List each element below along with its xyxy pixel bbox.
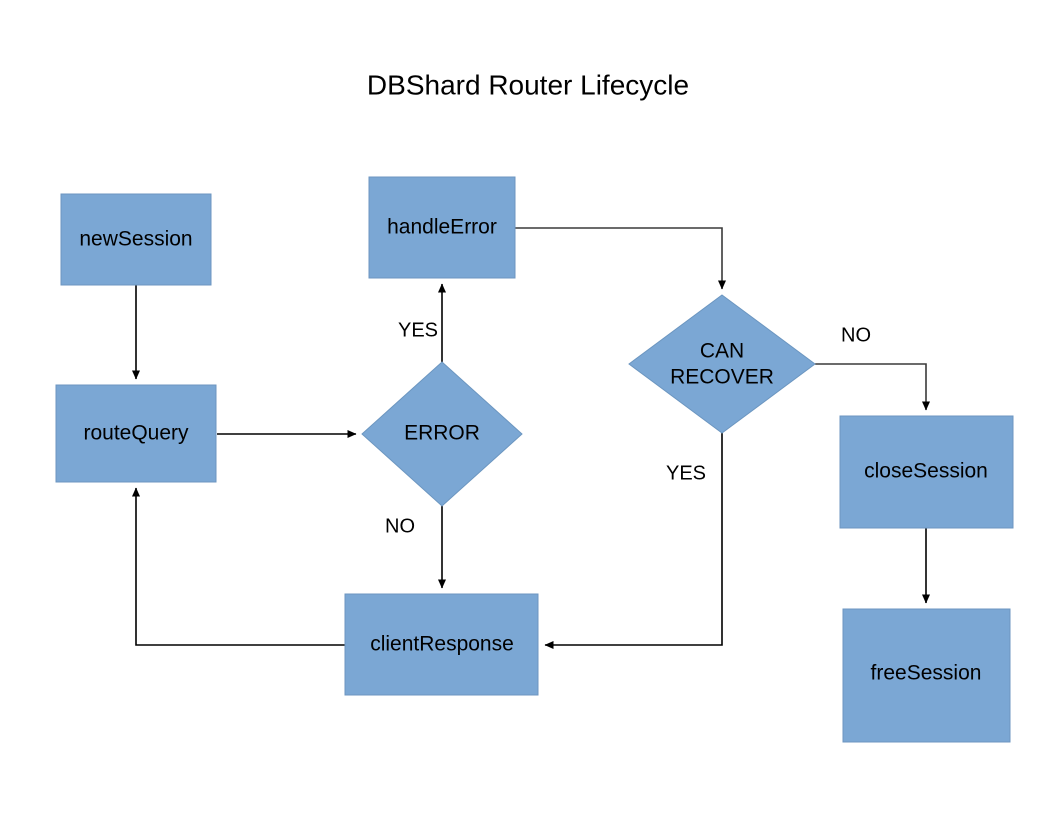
edge-canrecover-to-clientresponse: YES bbox=[544, 433, 723, 649]
node-closesession-label: closeSession bbox=[864, 460, 988, 483]
node-newsession-shape[interactable] bbox=[60, 193, 212, 286]
edge-label-recover-yes: YES bbox=[666, 462, 706, 484]
node-canrecover-decision-shape[interactable] bbox=[628, 294, 816, 434]
edge-handleerror-to-canrecover bbox=[515, 227, 726, 290]
node-clientresponse-label: clientResponse bbox=[370, 633, 514, 656]
node-handleerror[interactable]: handleError bbox=[368, 176, 516, 279]
node-newsession[interactable]: newSession bbox=[60, 193, 212, 286]
node-canrecover-decision[interactable]: CAN RECOVER bbox=[628, 294, 816, 434]
node-canrecover-label-line1: CAN bbox=[700, 340, 744, 363]
edge-label-error-no: NO bbox=[385, 515, 415, 537]
node-closesession[interactable]: closeSession bbox=[839, 415, 1014, 529]
node-freesession[interactable]: freeSession bbox=[842, 608, 1011, 743]
node-routequery[interactable]: routeQuery bbox=[55, 384, 217, 483]
node-handleerror-label: handleError bbox=[387, 216, 497, 239]
node-error-decision-label: ERROR bbox=[404, 422, 480, 445]
edge-clientresponse-to-routequery bbox=[132, 487, 345, 646]
node-clientresponse-shape[interactable] bbox=[344, 593, 539, 696]
node-error-decision[interactable]: ERROR bbox=[361, 361, 523, 507]
diagram-title: DBShard Router Lifecycle bbox=[367, 69, 689, 100]
node-error-decision-shape[interactable] bbox=[361, 361, 523, 507]
node-clientresponse[interactable]: clientResponse bbox=[344, 593, 539, 696]
node-newsession-label: newSession bbox=[79, 228, 192, 251]
node-freesession-label: freeSession bbox=[871, 662, 982, 685]
edge-label-error-yes: YES bbox=[398, 319, 438, 341]
edge-label-recover-no: NO bbox=[841, 324, 871, 346]
node-closesession-shape[interactable] bbox=[839, 415, 1014, 529]
edge-error-to-handleerror: YES bbox=[398, 283, 446, 362]
node-routequery-shape[interactable] bbox=[55, 384, 217, 483]
node-handleerror-shape[interactable] bbox=[368, 176, 516, 279]
edge-canrecover-to-closesession: NO bbox=[815, 324, 930, 411]
node-canrecover-label-line2: RECOVER bbox=[670, 366, 774, 389]
node-routequery-label: routeQuery bbox=[83, 422, 189, 445]
edge-error-to-clientresponse: NO bbox=[385, 506, 446, 589]
node-freesession-shape[interactable] bbox=[842, 608, 1011, 743]
